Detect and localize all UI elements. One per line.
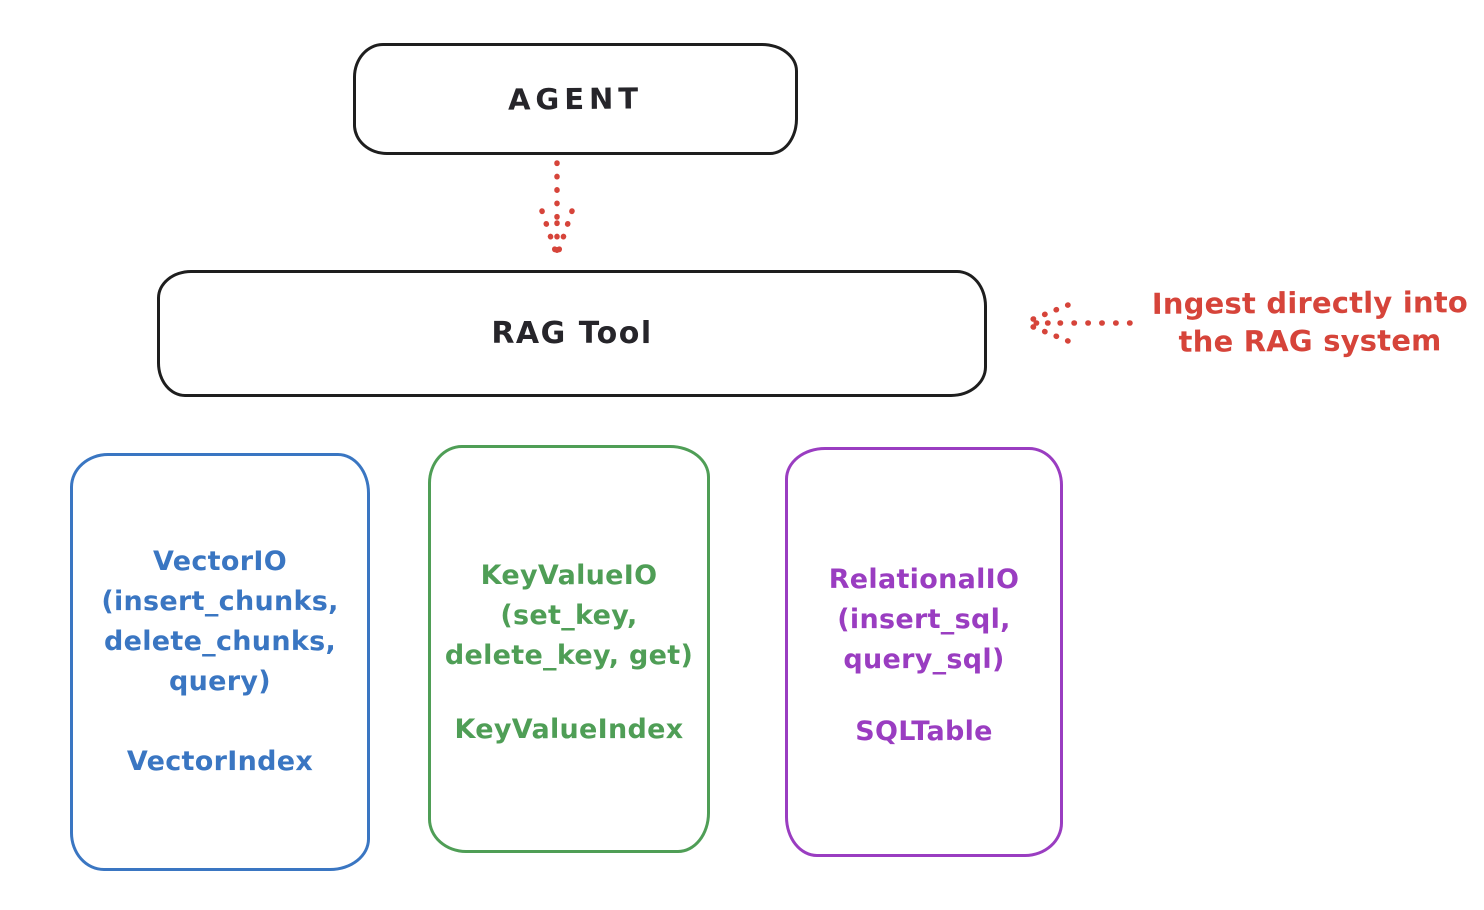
agent-node: AGENT <box>353 43 798 155</box>
ingest-annotation-line2: the RAG system <box>1178 323 1442 359</box>
vectorio-index-label: VectorIndex <box>126 746 314 777</box>
rag-tool-label: RAG Tool <box>491 316 653 351</box>
agent-label: AGENT <box>507 81 644 117</box>
ingest-annotation: Ingest directly into the RAG system <box>1138 283 1482 361</box>
keyvalueio-node: KeyValueIO (set_key, delete_key, get) Ke… <box>428 445 710 853</box>
vectorio-line: VectorIO <box>153 546 287 577</box>
keyvalueio-index-label: KeyValueIndex <box>454 714 684 745</box>
agent-to-ragtool-arrow-icon <box>535 159 579 263</box>
keyvalueio-line: (set_key, <box>500 600 638 631</box>
ingest-annotation-arrow-icon <box>1014 299 1134 347</box>
relationalio-methods: RelationalIO (insert_sql, query_sql) <box>829 560 1020 680</box>
keyvalueio-line: delete_key, get) <box>444 640 694 671</box>
keyvalueio-line: KeyValueIO <box>480 560 658 591</box>
vectorio-methods: VectorIO (insert_chunks, delete_chunks, … <box>101 542 338 702</box>
rag-tool-node: RAG Tool <box>157 270 987 397</box>
vectorio-line: query) <box>169 666 271 697</box>
ingest-annotation-line1: Ingest directly into <box>1151 285 1469 321</box>
vectorio-line: delete_chunks, <box>103 626 337 657</box>
relationalio-node: RelationalIO (insert_sql, query_sql) SQL… <box>785 447 1063 857</box>
vectorio-line: (insert_chunks, <box>101 586 339 617</box>
keyvalueio-methods: KeyValueIO (set_key, delete_key, get) <box>445 556 693 676</box>
relationalio-line: query_sql) <box>843 644 1005 675</box>
relationalio-line: RelationalIO <box>828 564 1020 595</box>
relationalio-index-label: SQLTable <box>855 716 993 747</box>
vectorio-node: VectorIO (insert_chunks, delete_chunks, … <box>70 453 370 871</box>
relationalio-line: (insert_sql, <box>837 604 1011 635</box>
